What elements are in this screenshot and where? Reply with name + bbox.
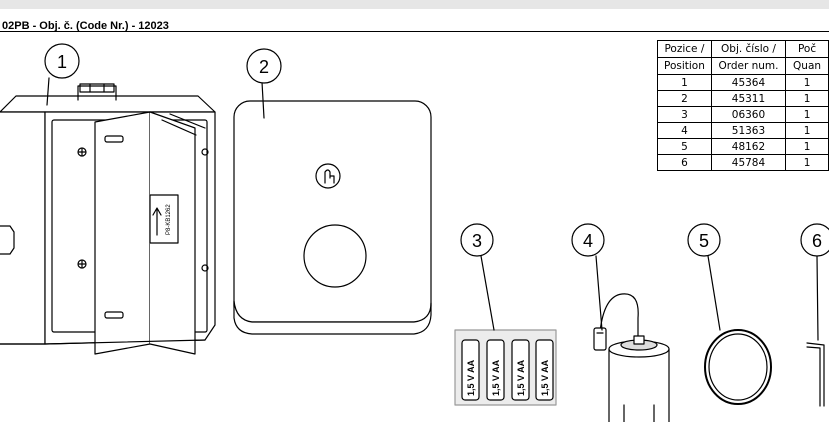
svg-text:1: 1 bbox=[57, 52, 67, 72]
svg-text:5: 5 bbox=[699, 231, 709, 251]
parts-table-header-row: Position Order num. Quan bbox=[657, 57, 829, 75]
part-5-o-ring bbox=[704, 329, 772, 405]
header-order-number: Obj. číslo / bbox=[710, 40, 787, 58]
cell-position: 2 bbox=[657, 90, 712, 107]
header-position: Pozice / bbox=[657, 40, 712, 58]
callout-6: 6 bbox=[800, 223, 829, 341]
cell-order-number: 06360 bbox=[710, 106, 787, 123]
callout-3: 3 bbox=[460, 223, 495, 331]
cell-quantity: 1 bbox=[785, 154, 829, 171]
callout-5: 5 bbox=[687, 223, 721, 331]
cell-position: 1 bbox=[657, 74, 712, 91]
cell-position: 3 bbox=[657, 106, 712, 123]
parts-table: Pozice / Obj. číslo / Poč Position Order… bbox=[657, 40, 829, 171]
cell-quantity: 1 bbox=[785, 138, 829, 155]
battery-label: 1,5 V AA bbox=[491, 359, 501, 396]
cell-order-number: 48162 bbox=[710, 138, 787, 155]
part-2-cover-plate bbox=[233, 100, 432, 335]
table-row: 6 45784 1 bbox=[657, 154, 829, 171]
part-3-batteries: 1,5 V AA 1,5 V AA 1,5 V AA 1,5 V AA bbox=[454, 329, 557, 406]
part-4-solenoid-valve bbox=[593, 293, 670, 422]
document-header: 02PB - Obj. č. (Code Nr.) - 12023 bbox=[0, 9, 829, 32]
svg-text:4: 4 bbox=[583, 231, 593, 251]
top-strip bbox=[0, 0, 829, 9]
parts-table-header-row: Pozice / Obj. číslo / Poč bbox=[657, 40, 829, 58]
battery-label: 1,5 V AA bbox=[466, 359, 476, 396]
cell-position: 4 bbox=[657, 122, 712, 139]
svg-text:2: 2 bbox=[259, 57, 269, 77]
callout-1: 1 bbox=[44, 43, 80, 106]
cell-quantity: 1 bbox=[785, 106, 829, 123]
battery-label: 1,5 V AA bbox=[516, 359, 526, 396]
header-order-number-en: Order num. bbox=[710, 57, 787, 75]
cell-quantity: 1 bbox=[785, 74, 829, 91]
document-title: 02PB - Obj. č. (Code Nr.) - 12023 bbox=[2, 20, 169, 32]
cell-quantity: 1 bbox=[785, 122, 829, 139]
cell-order-number: 51363 bbox=[710, 122, 787, 139]
arrow-label: P8-KB1262 bbox=[166, 204, 172, 235]
table-row: 1 45364 1 bbox=[657, 74, 829, 91]
header-position-en: Position bbox=[657, 57, 712, 75]
callout-2: 2 bbox=[246, 48, 282, 119]
table-row: 2 45311 1 bbox=[657, 90, 829, 107]
header-quantity: Poč bbox=[785, 40, 829, 58]
svg-text:6: 6 bbox=[812, 231, 822, 251]
cell-order-number: 45784 bbox=[710, 154, 787, 171]
table-row: 4 51363 1 bbox=[657, 122, 829, 139]
cell-quantity: 1 bbox=[785, 90, 829, 107]
cell-order-number: 45311 bbox=[710, 90, 787, 107]
header-quantity-en: Quan bbox=[785, 57, 829, 75]
battery-label: 1,5 V AA bbox=[540, 359, 550, 396]
svg-text:3: 3 bbox=[472, 231, 482, 251]
cell-position: 6 bbox=[657, 154, 712, 171]
part-6-hex-key bbox=[806, 342, 825, 407]
table-row: 3 06360 1 bbox=[657, 106, 829, 123]
callout-4: 4 bbox=[571, 223, 605, 331]
part-1-wall-box: P8-KB1262 bbox=[0, 83, 216, 355]
table-row: 5 48162 1 bbox=[657, 138, 829, 155]
cell-order-number: 45364 bbox=[710, 74, 787, 91]
cell-position: 5 bbox=[657, 138, 712, 155]
